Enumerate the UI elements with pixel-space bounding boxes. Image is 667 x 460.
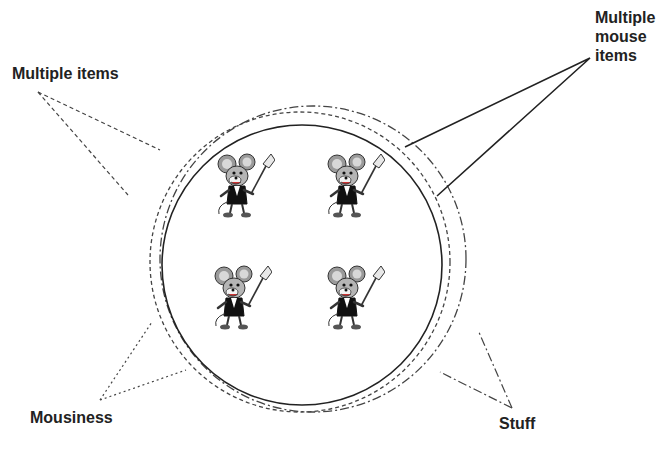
mouse-figure: [328, 154, 385, 218]
leader-line: [38, 92, 160, 150]
leader-line: [478, 330, 512, 408]
set-label: Multiple items: [12, 64, 119, 83]
set-label: Multiple mouse items: [595, 8, 663, 65]
dashed-circle: [150, 112, 450, 412]
mouse-figure: [328, 266, 385, 330]
mouse-figure: [215, 266, 272, 330]
leader-line: [100, 370, 186, 400]
leader-line: [440, 372, 512, 408]
callout-tail: [405, 58, 590, 196]
leader-line: [100, 322, 152, 400]
mouse-figure: [218, 154, 275, 218]
dashdot-circle: [160, 106, 466, 412]
solid-circle: [162, 125, 442, 405]
set-label: Mousiness: [30, 408, 113, 427]
set-label: Stuff: [499, 414, 535, 433]
leader-line: [38, 92, 128, 195]
